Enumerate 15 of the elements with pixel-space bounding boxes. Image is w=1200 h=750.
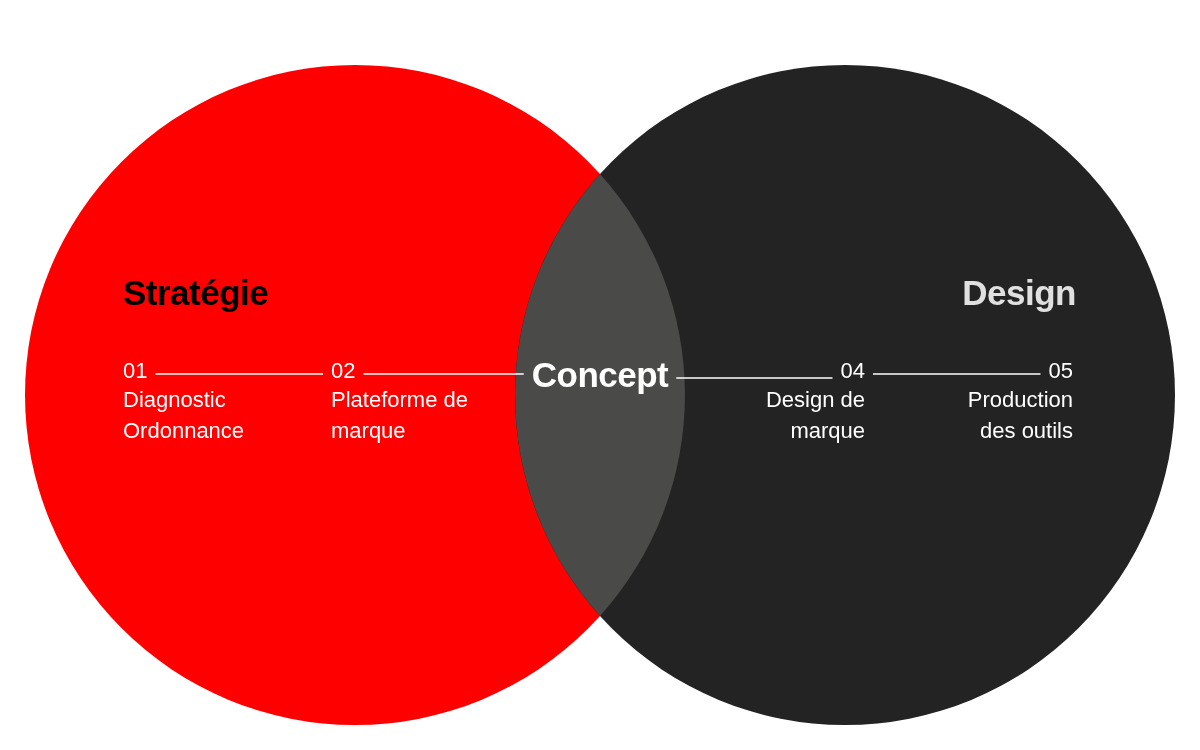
step-label: Plateforme de marque <box>331 386 469 445</box>
overlap-label: Concept <box>531 355 669 395</box>
step-label: Diagnostic Ordonnance <box>123 386 246 445</box>
step-number: 05 <box>1048 358 1073 384</box>
step-label: Design de marque <box>764 386 865 445</box>
connector-line <box>362 373 525 375</box>
step-number: 04 <box>840 358 865 384</box>
step-number: 02 <box>331 358 356 384</box>
connector-line <box>675 377 834 379</box>
connector-line <box>154 373 324 375</box>
circle-heading: Stratégie <box>123 273 269 313</box>
circle-heading: Design <box>962 273 1076 313</box>
step-number: 01 <box>123 358 148 384</box>
step-label: Production des outils <box>966 386 1073 445</box>
connector-line <box>872 373 1042 375</box>
